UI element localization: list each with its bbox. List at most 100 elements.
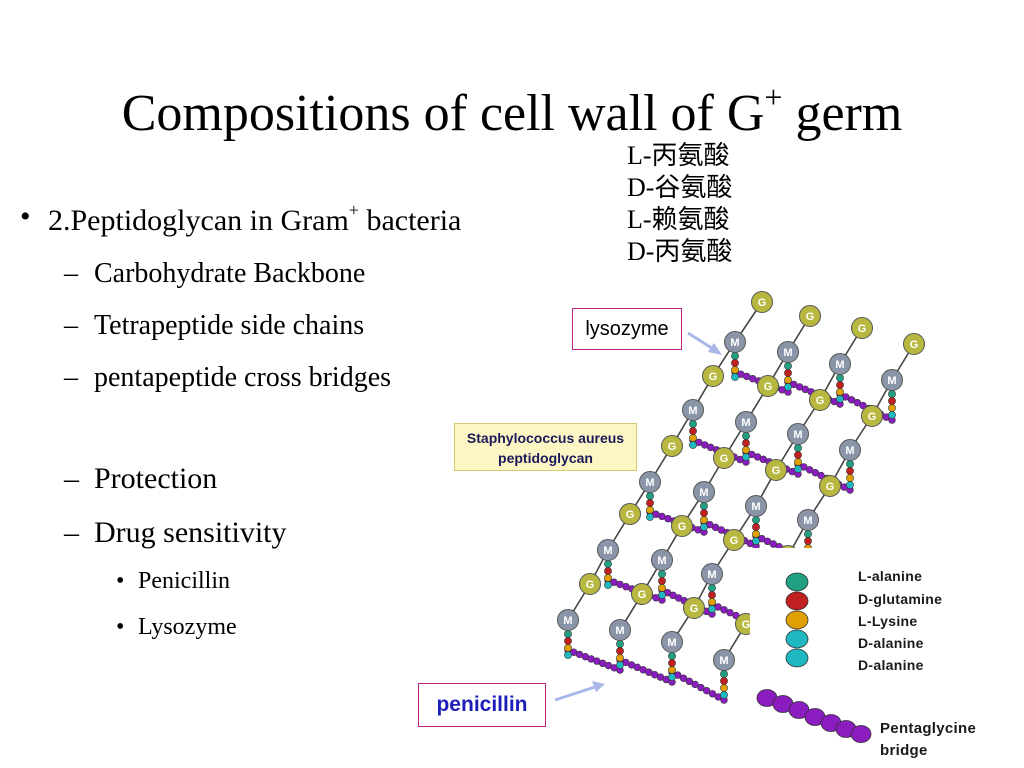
bullet-main-text-end: bacteria xyxy=(358,204,462,237)
m-sugar xyxy=(557,609,579,631)
g-sugar xyxy=(723,529,745,551)
g-sugar-label: G xyxy=(730,535,739,547)
m-sugar xyxy=(745,495,767,517)
penicillin-arrow xyxy=(554,684,599,702)
m-sugar-label: M xyxy=(845,445,854,457)
glycine-bead xyxy=(720,606,728,614)
peptide-bead xyxy=(700,523,708,531)
staph-label-line1: Staphylococcus aureus xyxy=(466,430,625,446)
g-sugar xyxy=(661,435,683,457)
glycine-bead xyxy=(697,683,705,692)
g-sugar xyxy=(765,459,787,481)
legend-glycine-bead xyxy=(850,725,872,743)
peptide-bead xyxy=(689,441,697,449)
legend-bead xyxy=(785,572,809,592)
g-sugar xyxy=(903,333,925,355)
m-sugar-label: M xyxy=(835,359,844,371)
g-sugar-label: G xyxy=(858,323,867,335)
g-sugar-label: G xyxy=(720,453,729,465)
g-sugar xyxy=(861,405,883,427)
glycine-bead xyxy=(685,677,694,686)
g-sugar xyxy=(819,475,841,497)
g-sugar-label: G xyxy=(868,411,877,423)
bullet-main-superscript: + xyxy=(348,200,359,220)
g-sugar-label: G xyxy=(668,441,677,453)
g-sugar-label: G xyxy=(678,521,687,533)
staph-label-line2: peptidoglycan xyxy=(498,450,593,466)
glycine-bead xyxy=(805,466,814,474)
peptide-bead xyxy=(604,581,612,589)
m-sugar-label: M xyxy=(730,337,739,349)
m-sugar xyxy=(724,331,746,353)
legend-label-d-alanine-2: D-alanine xyxy=(858,657,924,673)
glycine-bead xyxy=(859,401,867,410)
legend-label-l-lysine: L-Lysine xyxy=(858,613,918,629)
g-sugar-label: G xyxy=(758,297,767,309)
peptide-bead xyxy=(658,591,666,599)
peptide-bead xyxy=(564,651,572,659)
amino-acid-list: L-丙氨酸 D-谷氨酸 L-赖氨酸 D-丙氨酸 xyxy=(627,140,732,268)
g-sugar xyxy=(631,583,653,605)
g-sugar-label: G xyxy=(910,339,919,351)
penicillin-arrowhead xyxy=(592,681,605,692)
bullet-main-text: 2.Peptidoglycan in Gram xyxy=(48,204,349,237)
amino-acid-4: D-丙氨酸 xyxy=(627,237,733,266)
g-sugar-label: G xyxy=(742,619,751,631)
g-sugar xyxy=(683,597,705,619)
peptide-bead xyxy=(784,383,792,391)
glycine-bead xyxy=(817,471,825,480)
m-sugar xyxy=(597,539,619,561)
g-sugar-label: G xyxy=(772,465,781,477)
peptide-bead xyxy=(616,661,624,669)
m-sugar xyxy=(735,411,757,433)
m-sugar-label: M xyxy=(688,405,697,417)
legend-bead xyxy=(785,610,809,630)
peptide-bead xyxy=(668,673,676,681)
m-sugar xyxy=(693,481,715,503)
g-sugar xyxy=(579,573,601,595)
legend-label-d-glutamine: D-glutamine xyxy=(858,591,943,607)
glycine-bead xyxy=(708,690,717,698)
legend-bead xyxy=(785,629,809,649)
amino-acid-3: L-赖氨酸 xyxy=(627,205,730,234)
g-sugar-label: G xyxy=(826,481,835,493)
g-sugar-label: G xyxy=(806,311,815,323)
legend-label-pentaglycine: Pentaglycine xyxy=(880,720,977,737)
glycan-backbone xyxy=(567,301,763,621)
m-sugar xyxy=(682,399,704,421)
m-sugar xyxy=(777,341,799,363)
g-sugar xyxy=(713,447,735,469)
m-sugar-label: M xyxy=(699,487,708,499)
m-sugar xyxy=(829,353,851,375)
m-sugar-label: M xyxy=(603,545,612,557)
m-sugar-label: M xyxy=(793,429,802,441)
title-main: Compositions of cell wall of G xyxy=(121,85,765,142)
m-sugar xyxy=(639,471,661,493)
m-sugar xyxy=(713,649,735,671)
peptide-bead xyxy=(708,605,716,613)
legend-bead xyxy=(785,591,809,611)
g-sugar-label: G xyxy=(816,395,825,407)
m-sugar-label: M xyxy=(657,555,666,567)
glycan-backbone xyxy=(671,327,863,643)
m-sugar-label: M xyxy=(645,477,654,489)
m-sugar xyxy=(651,549,673,571)
glycan-backbone xyxy=(619,315,811,631)
title-end: germ xyxy=(782,85,903,142)
g-sugar-label: G xyxy=(709,371,718,383)
staph-aureus-label: Staphylococcus aureus peptidoglycan xyxy=(454,423,637,471)
g-sugar xyxy=(751,291,773,313)
m-sugar-label: M xyxy=(741,417,750,429)
lysozyme-label: lysozyme xyxy=(572,308,682,350)
m-sugar-label: M xyxy=(563,615,572,627)
m-sugar xyxy=(797,509,819,531)
m-sugar-label: M xyxy=(783,347,792,359)
glycine-bead xyxy=(847,396,856,404)
g-sugar xyxy=(619,503,641,525)
glycine-bead xyxy=(726,608,734,617)
m-sugar xyxy=(881,369,903,391)
g-sugar xyxy=(702,365,724,387)
g-sugar-label: G xyxy=(638,589,647,601)
peptide-bead xyxy=(720,691,728,699)
m-sugar-label: M xyxy=(751,501,760,513)
